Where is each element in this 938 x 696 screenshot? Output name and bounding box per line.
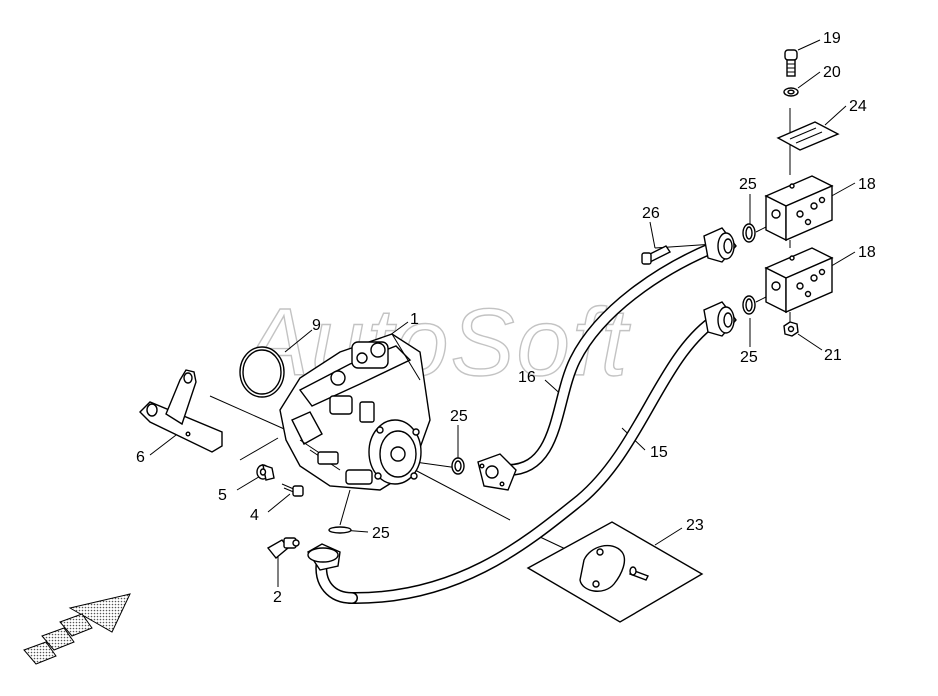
bolt-19	[784, 49, 798, 77]
plate-24	[776, 121, 840, 151]
callout-21: 21	[824, 347, 842, 364]
callout-25-bottom: 25	[372, 525, 390, 542]
callout-9: 9	[312, 317, 321, 334]
callout-26: 26	[642, 205, 660, 222]
callout-16: 16	[518, 369, 536, 386]
bracket-6	[139, 369, 223, 453]
callout-18-lower: 18	[858, 244, 876, 261]
callout-labels: 19 20 24 18 25 26 18 9 1 25 21 16 25 15 …	[136, 30, 876, 606]
sensor-2	[266, 537, 300, 559]
callout-1: 1	[410, 311, 419, 328]
hose-15	[307, 301, 737, 605]
callout-20: 20	[823, 64, 841, 81]
callout-25-lower: 25	[740, 349, 758, 366]
pump-assembly-1	[279, 333, 431, 491]
callout-18-upper: 18	[858, 176, 876, 193]
o-ring-25-bottom	[328, 526, 352, 534]
callout-19: 19	[823, 30, 841, 47]
callout-23: 23	[686, 517, 704, 534]
bolt-4	[281, 483, 304, 497]
callout-24: 24	[849, 98, 867, 115]
callout-5: 5	[218, 487, 227, 504]
callout-6: 6	[136, 449, 145, 466]
cover-kit-23	[526, 521, 704, 623]
spacer-5	[256, 463, 275, 481]
callout-2: 2	[273, 589, 282, 606]
callout-25-upper: 25	[739, 176, 757, 193]
bolt-26	[641, 245, 672, 265]
callout-4: 4	[250, 507, 259, 524]
valve-block-18-upper	[764, 175, 834, 242]
front-direction-arrow-icon	[23, 593, 131, 665]
valve-block-18-lower	[764, 247, 834, 314]
hose-16	[477, 227, 737, 491]
callout-15: 15	[650, 444, 668, 461]
callout-25-flange: 25	[450, 408, 468, 425]
